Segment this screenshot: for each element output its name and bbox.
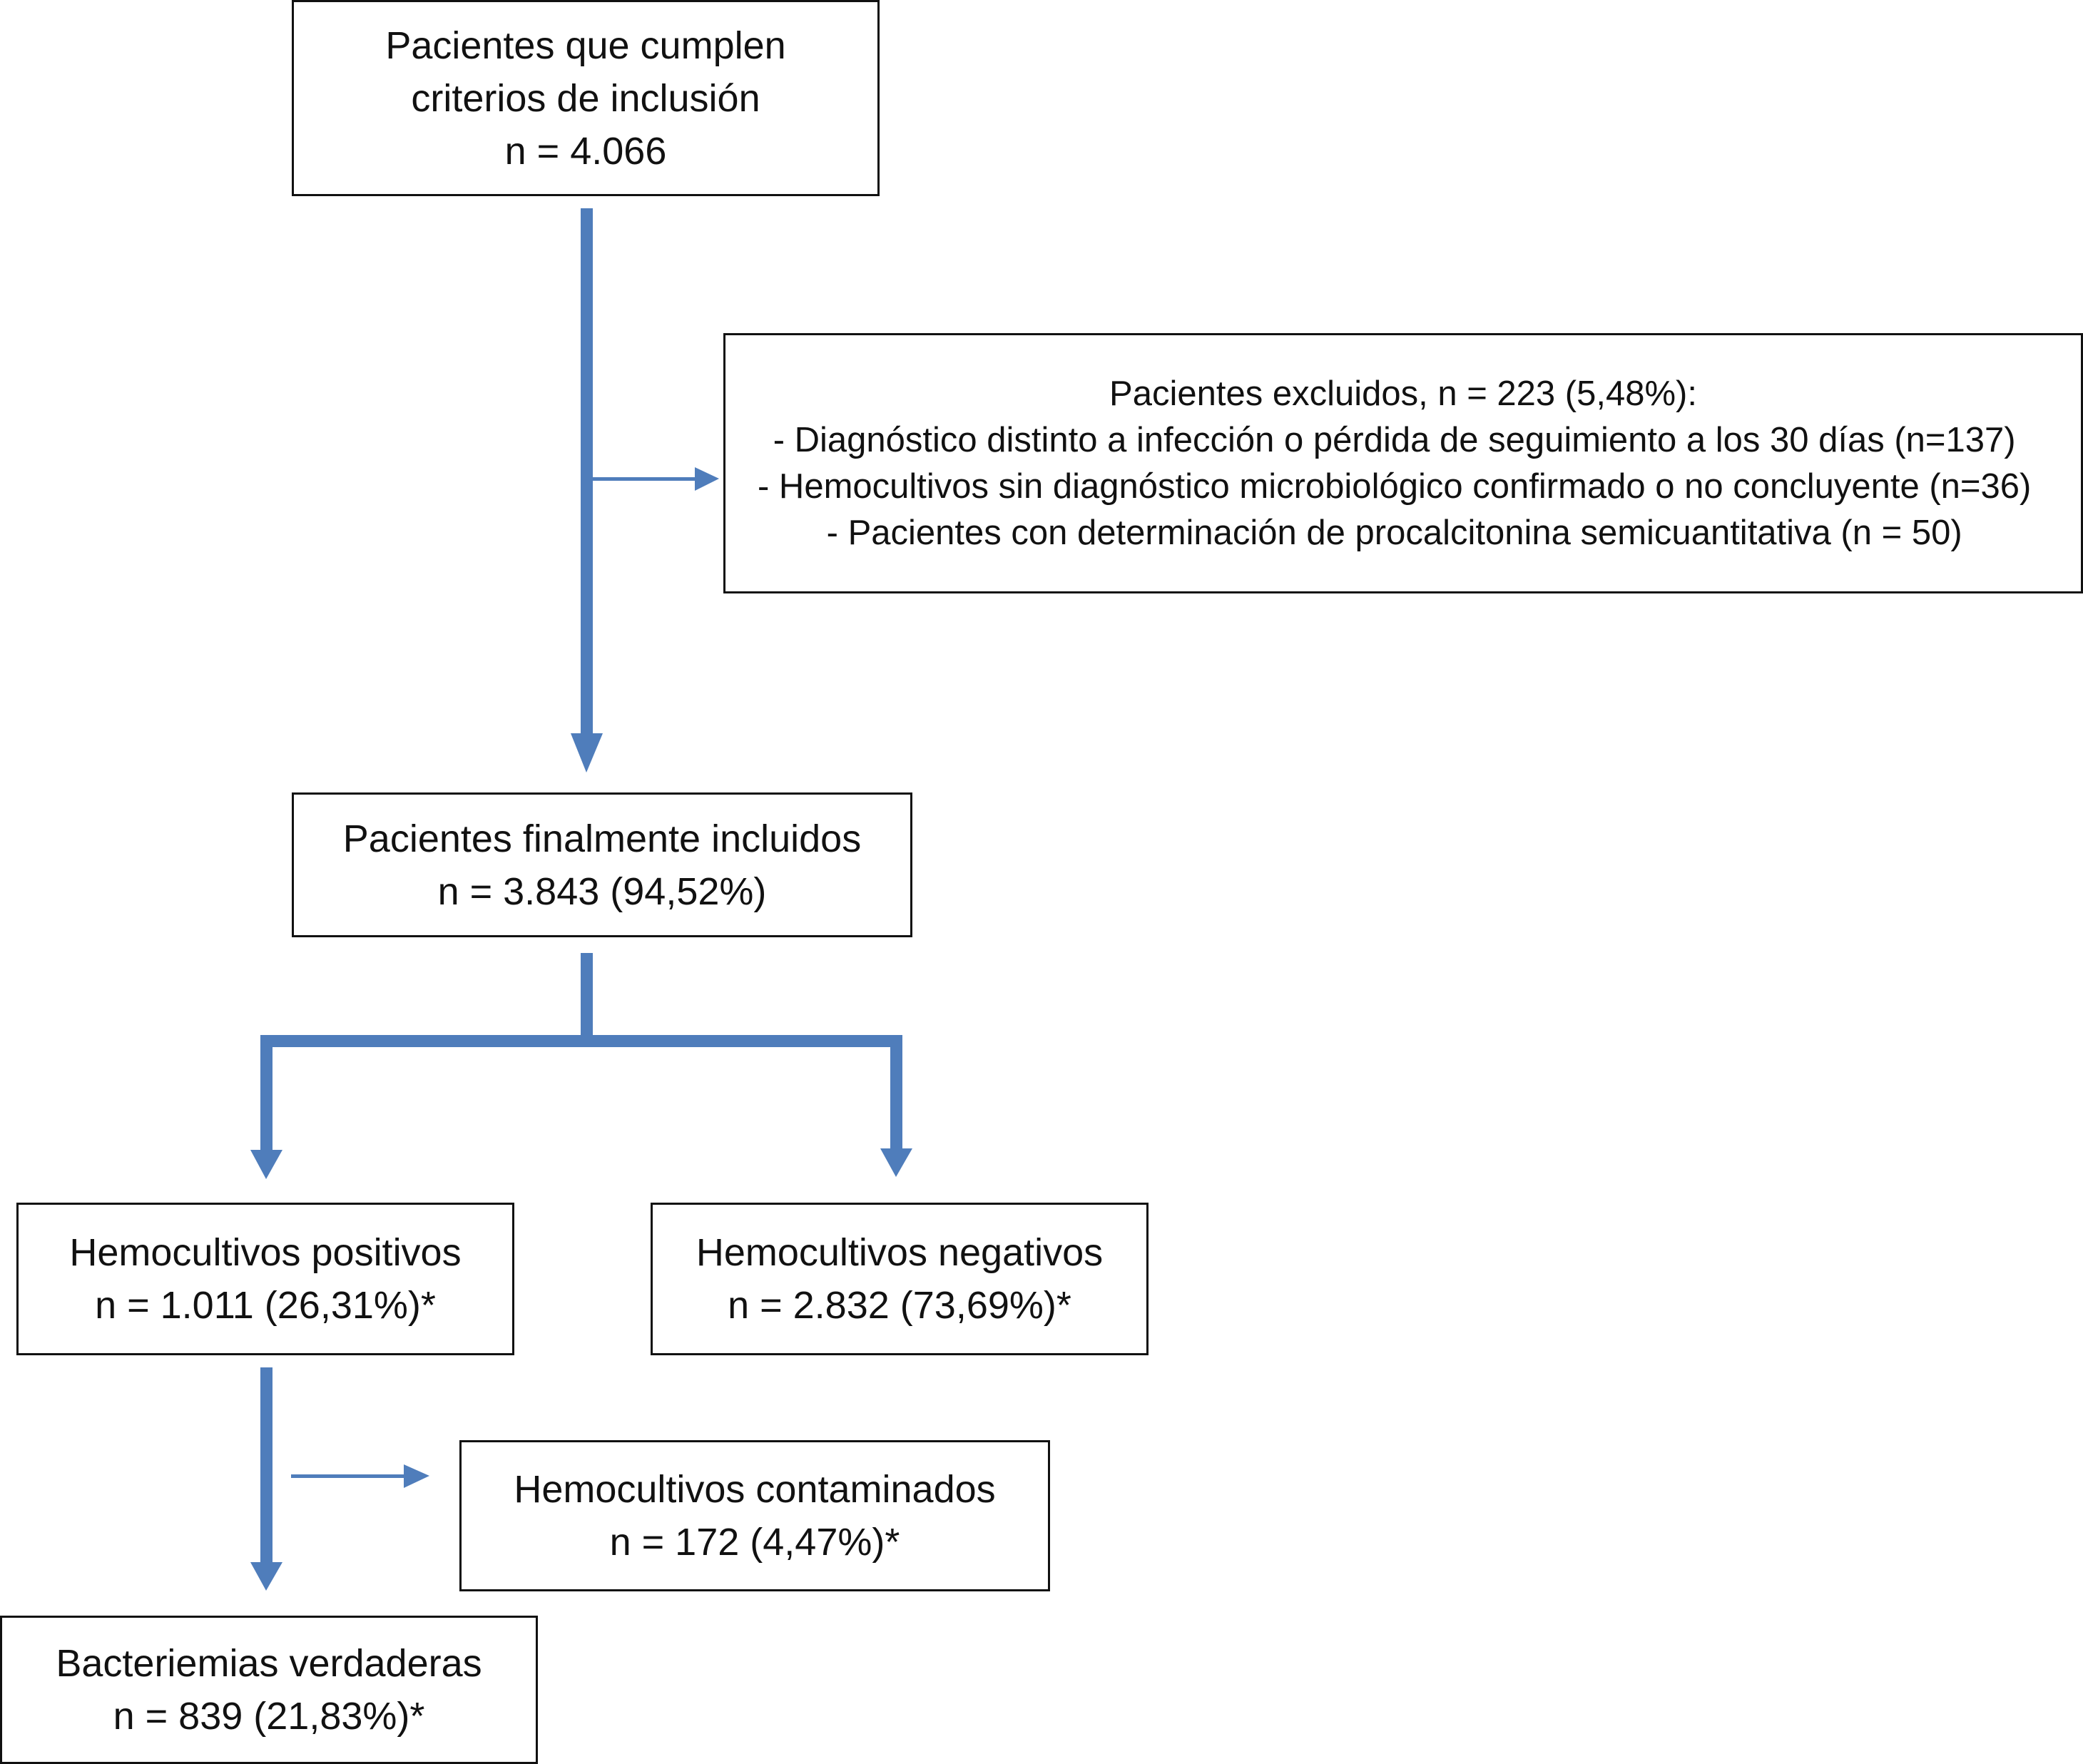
contaminated-count: n = 172 (4,47%)* [609, 1521, 900, 1564]
arrow-to-contaminated [291, 1474, 405, 1478]
excluded-item: - Hemocultivos sin diagnóstico microbiol… [758, 467, 2032, 506]
arrow-head-positive [250, 1150, 282, 1179]
box-true-bacteremia: Bacteriemias verdaderas n = 839 (21,83%)… [0, 1616, 538, 1764]
arrow-positive-to-bacteremia [260, 1367, 273, 1565]
criteria-line1: Pacientes que cumplen [385, 24, 786, 67]
included-count: n = 3.843 (94,52%) [437, 870, 767, 913]
criteria-count: n = 4.066 [504, 129, 667, 173]
box-negative-cultures: Hemocultivos negativos n = 2.832 (73,69%… [651, 1203, 1149, 1355]
arrow-criteria-to-included [581, 208, 593, 736]
bacteremia-count: n = 839 (21,83%)* [113, 1695, 425, 1738]
excluded-title: Pacientes excluidos, n = 223 (5,48%): [1109, 374, 1697, 413]
positive-count: n = 1.011 (26,31%)* [95, 1284, 436, 1327]
arrow-head-contaminated [404, 1464, 429, 1488]
excluded-list: - Diagnóstico distinto a infección o pér… [758, 417, 2031, 556]
box-inclusion-criteria: Pacientes que cumplen criterios de inclu… [292, 0, 880, 196]
included-line1: Pacientes finalmente incluidos [342, 817, 862, 860]
box-excluded-patients: Pacientes excluidos, n = 223 (5,48%): - … [723, 333, 2083, 593]
negative-count: n = 2.832 (73,69%)* [728, 1284, 1071, 1327]
arrow-head-excluded [695, 467, 719, 491]
positive-line1: Hemocultivos positivos [69, 1231, 462, 1274]
split-bar [260, 1035, 902, 1047]
arrow-to-positive [260, 1035, 273, 1153]
arrow-to-excluded [593, 477, 696, 481]
excluded-item: - Diagnóstico distinto a infección o pér… [773, 420, 2016, 459]
negative-line1: Hemocultivos negativos [696, 1231, 1104, 1274]
arrow-to-negative [890, 1035, 902, 1151]
bacteremia-line1: Bacteriemias verdaderas [56, 1642, 482, 1685]
contaminated-line1: Hemocultivos contaminados [514, 1468, 996, 1511]
criteria-line2: criterios de inclusión [411, 76, 760, 120]
arrow-head-bacteremia [250, 1562, 282, 1591]
arrow-head-negative [880, 1148, 912, 1177]
split-stem [581, 953, 593, 1037]
box-positive-cultures: Hemocultivos positivos n = 1.011 (26,31%… [16, 1203, 514, 1355]
arrow-head-included [571, 733, 603, 773]
box-included-patients: Pacientes finalmente incluidos n = 3.843… [292, 792, 912, 937]
box-contaminated-cultures: Hemocultivos contaminados n = 172 (4,47%… [459, 1440, 1050, 1591]
excluded-item: - Pacientes con determinación de procalc… [826, 513, 1962, 552]
